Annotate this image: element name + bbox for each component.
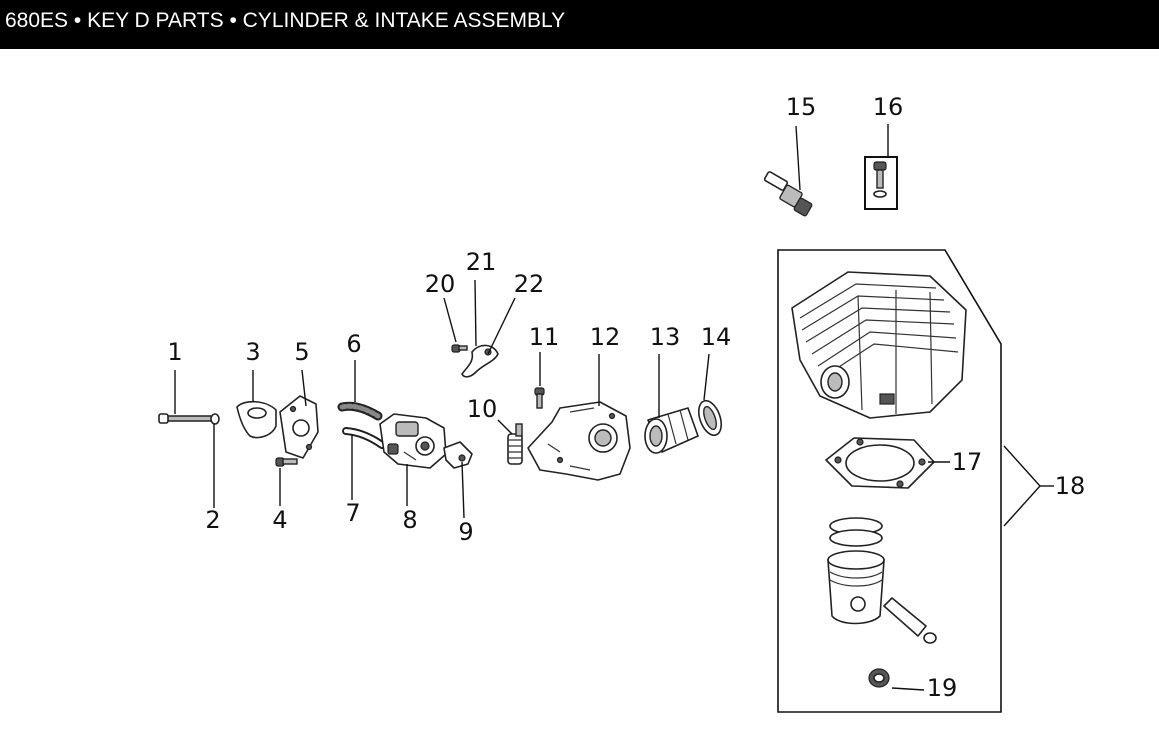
label-21: 21 xyxy=(466,248,497,276)
part-7-hose[interactable] xyxy=(342,427,386,449)
label-20: 20 xyxy=(425,270,456,298)
label-16: 16 xyxy=(873,93,904,121)
part-15-spark-plug[interactable] xyxy=(763,171,813,217)
label-14: 14 xyxy=(701,323,732,351)
part-11-screw[interactable] xyxy=(534,387,545,409)
part-9-fitting[interactable] xyxy=(443,441,473,469)
part-12-intake-manifold[interactable] xyxy=(527,401,631,481)
piston-pin[interactable] xyxy=(883,597,937,644)
label-10: 10 xyxy=(467,395,498,423)
label-11: 11 xyxy=(529,323,560,351)
leader-lines xyxy=(174,124,1054,691)
part-3-gasket[interactable] xyxy=(236,400,277,439)
part-8-carburetor[interactable] xyxy=(379,413,447,469)
label-13: 13 xyxy=(650,323,681,351)
page-title: 680ES • KEY D PARTS • CYLINDER & INTAKE … xyxy=(0,0,1159,49)
label-5: 5 xyxy=(294,338,309,366)
part-14-clamp[interactable] xyxy=(694,398,725,439)
part-16-decompression-valve[interactable] xyxy=(864,156,898,210)
part-19-bearing[interactable] xyxy=(868,668,890,688)
part-13-intake-boot[interactable] xyxy=(644,407,699,454)
label-7: 7 xyxy=(345,499,360,527)
part-20-screw[interactable] xyxy=(451,344,468,353)
label-2: 2 xyxy=(205,506,220,534)
label-17: 17 xyxy=(952,448,983,476)
label-22: 22 xyxy=(514,270,545,298)
part-4-screw[interactable] xyxy=(275,457,298,467)
part-10-connector[interactable] xyxy=(507,423,523,465)
part-1-bolt[interactable] xyxy=(158,413,214,424)
label-12: 12 xyxy=(590,323,621,351)
piston[interactable] xyxy=(827,550,885,625)
label-1: 1 xyxy=(167,338,182,366)
label-4: 4 xyxy=(272,506,287,534)
label-9: 9 xyxy=(458,518,473,546)
label-15: 15 xyxy=(786,93,817,121)
label-8: 8 xyxy=(402,506,417,534)
part-6-fuel-hose[interactable] xyxy=(337,401,383,421)
part-2-washer[interactable] xyxy=(210,413,220,425)
piston-rings[interactable] xyxy=(829,517,883,547)
label-19: 19 xyxy=(927,674,958,702)
part-5-insulator[interactable] xyxy=(279,395,319,459)
cylinder-kit-box xyxy=(777,249,1002,713)
part-17-base-gasket[interactable] xyxy=(825,437,935,489)
label-3: 3 xyxy=(245,338,260,366)
label-18: 18 xyxy=(1055,472,1086,500)
label-6: 6 xyxy=(346,330,361,358)
cylinder[interactable] xyxy=(791,271,967,419)
